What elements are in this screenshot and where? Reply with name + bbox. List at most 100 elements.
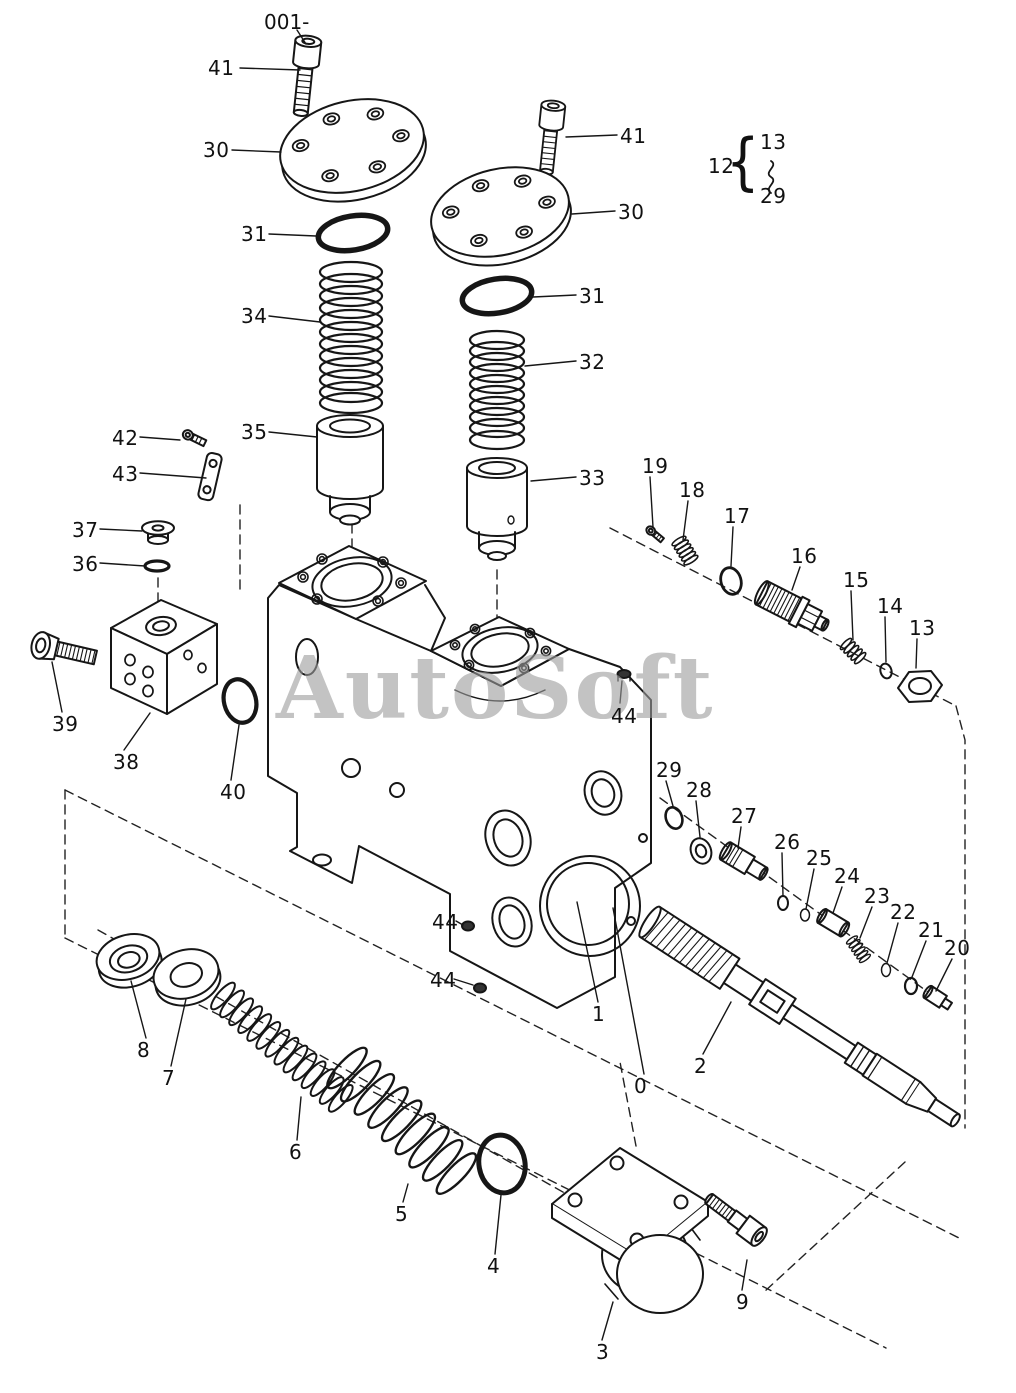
cap-37 bbox=[141, 520, 175, 545]
part-label-13: 13 bbox=[909, 616, 936, 640]
part-label-38: 38 bbox=[113, 750, 140, 774]
bracket-brace: { bbox=[726, 125, 760, 198]
part-label-41-left: 41 bbox=[208, 56, 235, 80]
part-label-0: 0 bbox=[634, 1074, 648, 1098]
bolt-41-right bbox=[538, 99, 567, 176]
part-label-40: 40 bbox=[220, 780, 247, 804]
part-label-9: 9 bbox=[736, 1290, 750, 1314]
part-label-3: 3 bbox=[596, 1340, 610, 1364]
part-label-16: 16 bbox=[791, 544, 818, 568]
plug-44-mid bbox=[461, 920, 475, 932]
plug-16 bbox=[753, 580, 830, 632]
washer-8 bbox=[95, 933, 163, 989]
part-label-18: 18 bbox=[679, 478, 706, 502]
part-label-17: 17 bbox=[724, 504, 751, 528]
part-label-14: 14 bbox=[877, 594, 904, 618]
part-label-27: 27 bbox=[731, 804, 758, 828]
part-label-39: 39 bbox=[52, 712, 79, 736]
spring-15 bbox=[839, 637, 867, 665]
part-label-25: 25 bbox=[806, 846, 833, 870]
o-ring-31-right bbox=[459, 275, 535, 317]
part-label-32: 32 bbox=[579, 350, 606, 374]
ring-22 bbox=[880, 962, 892, 978]
part-label-33: 33 bbox=[579, 466, 606, 490]
part-label-1: 1 bbox=[592, 1002, 606, 1026]
spool-2 bbox=[638, 905, 961, 1128]
construction-lines bbox=[64, 504, 966, 1349]
bracket-squiggle bbox=[767, 160, 775, 194]
plug-44-low bbox=[473, 982, 487, 994]
part-label-28: 28 bbox=[686, 778, 713, 802]
part-label-26: 26 bbox=[774, 830, 801, 854]
part-label-6: 6 bbox=[289, 1140, 303, 1164]
cap-13 bbox=[897, 670, 943, 703]
part-label-36: 36 bbox=[72, 552, 99, 576]
part-label-24: 24 bbox=[834, 864, 861, 888]
part-label-42: 42 bbox=[112, 426, 139, 450]
screw-42 bbox=[181, 429, 208, 448]
part-label-2: 2 bbox=[694, 1054, 708, 1078]
part-label-12-29: 29 bbox=[760, 184, 787, 208]
spring-34 bbox=[318, 260, 384, 415]
spring-6 bbox=[210, 981, 354, 1113]
part-label-30-right: 30 bbox=[618, 200, 645, 224]
part-label-30-left: 30 bbox=[203, 138, 230, 162]
body-flange-left bbox=[278, 545, 427, 620]
part-label-22: 22 bbox=[890, 900, 917, 924]
leader-lines bbox=[51, 29, 953, 1341]
bolt-41-left bbox=[292, 34, 323, 118]
part-label-8: 8 bbox=[137, 1038, 151, 1062]
o-ring-4 bbox=[476, 1132, 528, 1196]
screw-19 bbox=[645, 525, 665, 544]
plate-43 bbox=[197, 451, 223, 502]
part-label-19: 19 bbox=[642, 454, 669, 478]
cap-30-right bbox=[430, 166, 572, 267]
part-label-41-right: 41 bbox=[620, 124, 647, 148]
part-label-34: 34 bbox=[241, 304, 268, 328]
plug-33 bbox=[466, 457, 528, 561]
o-ring-17 bbox=[719, 566, 743, 596]
cap-30-left bbox=[279, 98, 427, 203]
body-main-bore bbox=[539, 855, 641, 957]
part-label-35: 35 bbox=[241, 420, 268, 444]
part-label-23: 23 bbox=[864, 884, 891, 908]
flange-3 bbox=[551, 1147, 709, 1314]
bolt-39 bbox=[30, 631, 98, 666]
part-label-4: 4 bbox=[487, 1254, 501, 1278]
plug-44-top bbox=[616, 669, 632, 682]
part-label-44-mid: 44 bbox=[432, 910, 459, 934]
ring-21 bbox=[903, 976, 919, 996]
fitting-27 bbox=[718, 841, 769, 881]
part-label-12: 12 bbox=[708, 154, 735, 178]
part-label-21: 21 bbox=[918, 918, 945, 942]
part-label-5: 5 bbox=[395, 1202, 409, 1226]
body-flange-right bbox=[430, 616, 570, 687]
drawing-number-fragment: 001- bbox=[264, 10, 310, 34]
o-ring-31-left bbox=[315, 212, 391, 254]
part-label-44-top: 44 bbox=[611, 704, 638, 728]
part-label-31-left: 31 bbox=[241, 222, 268, 246]
ring-26 bbox=[777, 895, 789, 911]
spring-32 bbox=[468, 329, 526, 451]
valve-body bbox=[267, 545, 652, 1009]
spring-18 bbox=[671, 535, 699, 566]
part-label-7: 7 bbox=[162, 1066, 176, 1090]
part-label-15: 15 bbox=[843, 568, 870, 592]
part-label-31-right: 31 bbox=[579, 284, 606, 308]
spring-5 bbox=[326, 1046, 478, 1195]
part-label-43: 43 bbox=[112, 462, 139, 486]
plug-35 bbox=[316, 414, 384, 526]
washer-28 bbox=[689, 837, 713, 865]
body-side-port bbox=[295, 638, 319, 676]
o-ring-29 bbox=[664, 806, 684, 830]
sleeve-24 bbox=[816, 907, 851, 938]
part-label-29: 29 bbox=[656, 758, 683, 782]
plug-20 bbox=[922, 984, 953, 1011]
o-ring-14 bbox=[879, 662, 893, 680]
part-label-37: 37 bbox=[72, 518, 99, 542]
ring-25 bbox=[799, 908, 811, 922]
o-ring-36 bbox=[143, 559, 171, 573]
block-38 bbox=[110, 599, 218, 715]
